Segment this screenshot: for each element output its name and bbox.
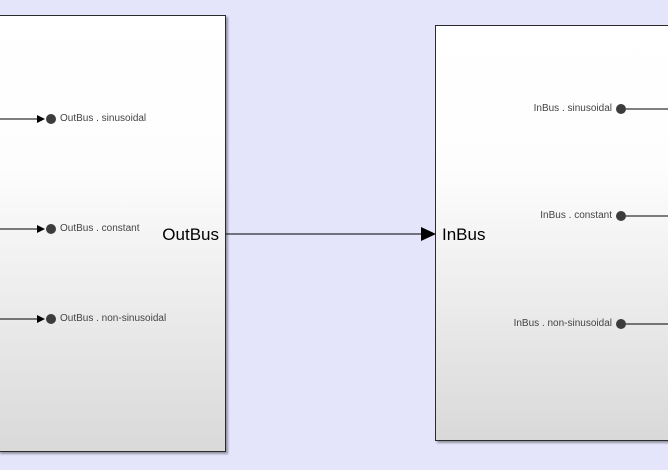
bus-arrowhead-icon <box>421 227 436 241</box>
outbus-sinusoidal-label: OutBus . sinusoidal <box>60 113 147 124</box>
inbus-sinusoidal-label: InBus . sinusoidal <box>533 103 612 114</box>
inbus-constant-port-dot-icon <box>616 211 626 221</box>
inbus-port-label: InBus <box>442 225 486 244</box>
inbus-constant-label: InBus . constant <box>540 210 612 221</box>
outbus-sinusoidal-port-dot-icon <box>46 114 56 124</box>
inbus-sinusoidal-signal[interactable] <box>616 104 668 114</box>
outbus-subsystem-block[interactable] <box>0 15 226 452</box>
outbus-port-label: OutBus <box>162 225 219 244</box>
outbus-constant-port-dot-icon <box>46 224 56 234</box>
outbus-non-sinusoidal-signal[interactable] <box>0 314 56 324</box>
bus-connection-line[interactable] <box>226 227 436 241</box>
inbus-subsystem-block[interactable] <box>435 25 668 441</box>
inbus-constant-signal[interactable] <box>616 211 668 221</box>
inbus-non-sinusoidal-signal[interactable] <box>616 319 668 329</box>
outbus-sinusoidal-signal[interactable] <box>0 114 56 124</box>
outbus-constant-signal[interactable] <box>0 224 56 234</box>
outbus-constant-label: OutBus . constant <box>60 223 140 234</box>
outbus-non-sinusoidal-port-dot-icon <box>46 314 56 324</box>
inbus-non-sinusoidal-label: InBus . non-sinusoidal <box>513 318 612 329</box>
inbus-non-sinusoidal-port-dot-icon <box>616 319 626 329</box>
inbus-sinusoidal-port-dot-icon <box>616 104 626 114</box>
outbus-non-sinusoidal-label: OutBus . non-sinusoidal <box>60 313 167 324</box>
